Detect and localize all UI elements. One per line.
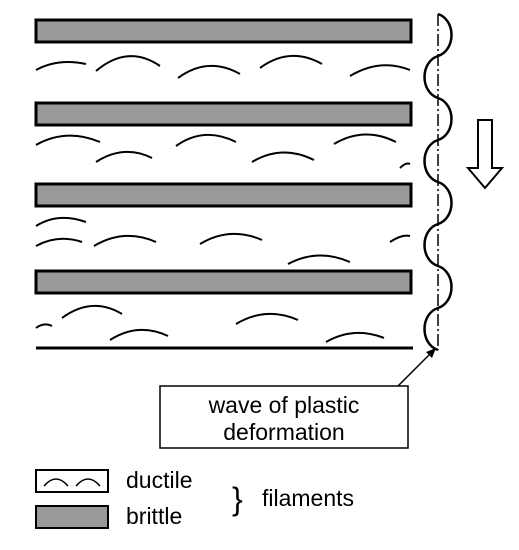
ductile-arc: [35, 216, 87, 227]
ductile-arc: [199, 232, 263, 245]
ductile-arc: [35, 134, 101, 146]
ductile-arc: [35, 61, 87, 71]
legend-brittle-swatch: [35, 505, 109, 529]
brittle-filament-3: [34, 182, 413, 208]
annotation-box: [159, 385, 409, 449]
legend-brittle-label: brittle: [126, 503, 182, 529]
ductile-arc: [325, 331, 385, 343]
ductile-arc: [333, 133, 397, 145]
legend-ductile-arc: [43, 478, 69, 487]
ductile-arc: [35, 237, 83, 247]
brittle-filament-2: [34, 101, 413, 127]
brittle-filament-1: [34, 18, 413, 44]
ductile-arc: [349, 64, 411, 77]
ductile-arc: [95, 55, 161, 72]
legend-ductile-swatch: [35, 469, 109, 493]
legend-group-brace: }: [232, 481, 243, 517]
ductile-arc: [287, 254, 351, 265]
legend: ductile brittle } filaments: [35, 467, 354, 529]
wave-curve: [423, 12, 453, 352]
brittle-filament-4: [34, 269, 413, 295]
ductile-filaments: [35, 54, 411, 343]
annotation-line-2: deformation: [223, 419, 344, 445]
legend-group-label: filaments: [262, 485, 354, 511]
down-arrow-icon: [465, 119, 505, 190]
ductile-arc: [177, 64, 241, 79]
ductile-arc: [93, 234, 157, 247]
ductile-arc: [389, 234, 411, 243]
ductile-arc: [175, 133, 237, 147]
ductile-arc: [235, 312, 299, 325]
ductile-arc: [259, 54, 323, 69]
ductile-arc: [61, 304, 123, 319]
legend-ductile-label: ductile: [126, 467, 192, 493]
ductile-arc: [95, 151, 153, 163]
annotation-leader-line: [397, 349, 435, 387]
ductile-arc: [35, 323, 53, 329]
annotation-line-1: wave of plastic: [208, 392, 360, 418]
ductile-arc: [109, 329, 169, 341]
plastic-deformation-wave: [423, 12, 453, 352]
legend-ductile-arc: [75, 478, 101, 487]
annotation-arrowhead: [426, 348, 436, 358]
ductile-arc: [251, 151, 315, 163]
ductile-arc: [399, 162, 411, 169]
brittle-filaments: [34, 18, 413, 295]
